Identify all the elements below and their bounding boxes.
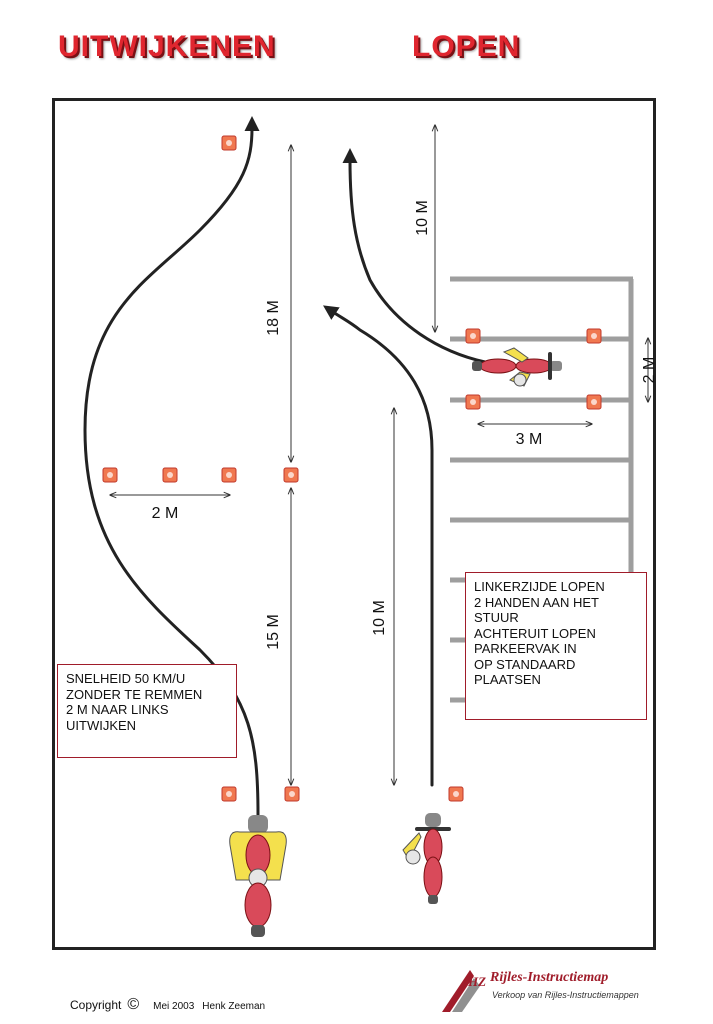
copyright-date: Mei 2003	[153, 1001, 195, 1012]
cone-icon	[221, 467, 237, 483]
motorcycle-rider-icon	[229, 815, 287, 937]
cone-icon	[465, 328, 481, 344]
cone-icon	[283, 467, 299, 483]
copyright-icon: ©	[127, 996, 140, 1013]
note-line: UITWIJKEN	[66, 717, 137, 733]
cone-icon	[586, 328, 602, 344]
cone-icon	[586, 394, 602, 410]
copyright-footer: Copyright © Mei 2003 Henk Zeeman	[70, 996, 265, 1014]
note-line: PLAATSEN	[474, 672, 541, 687]
reverse-exit-arrow	[342, 148, 487, 364]
note-line: ZONDER TE REMMEN	[66, 686, 203, 702]
note-line: OP STANDAARD	[474, 656, 576, 672]
label-3m: 3 M	[516, 431, 543, 448]
cone-icon	[221, 786, 237, 802]
cone-icon	[465, 394, 481, 410]
logo-brand: Rijles-Instructiemap	[490, 970, 609, 985]
copyright-author: Henk Zeeman	[202, 1001, 266, 1012]
note-line: 2 M NAAR LINKS	[66, 702, 169, 717]
logo-mark-text: HZ	[467, 974, 486, 989]
logo-tagline: Verkoop van Rijles-Instructiemappen	[492, 990, 639, 1000]
cone-icon	[102, 467, 118, 483]
label-18m: 18 M	[265, 300, 282, 336]
label-15m: 15 M	[265, 614, 282, 650]
note-line: ACHTERUIT LOPEN	[474, 625, 596, 641]
note-lopen: LINKERZIJDE LOPEN 2 HANDEN AAN HET STUUR…	[465, 572, 647, 720]
logo-mark-icon: HZ	[442, 970, 486, 1012]
walk-forward-arrow	[323, 305, 434, 787]
cone-icon	[448, 786, 464, 802]
practice-field	[52, 98, 656, 950]
label-10m-bottom: 10 M	[371, 600, 388, 636]
motorcycle-parking-icon	[472, 347, 562, 387]
cone-icon	[284, 786, 300, 802]
cones	[102, 135, 602, 802]
publisher-logo: HZ Rijles-Instructiemap Verkoop van Rijl…	[440, 964, 670, 1016]
note-line: SNELHEID 50 KM/U	[66, 671, 186, 686]
copyright-label: Copyright	[70, 998, 122, 1012]
title-uitwijken: UITWIJKENEN	[58, 30, 276, 63]
label-10m-top: 10 M	[414, 200, 431, 236]
note-line: LINKERZIJDE LOPEN	[474, 579, 605, 594]
cone-icon	[162, 467, 178, 483]
cone-icon	[221, 135, 237, 151]
label-2m-left: 2 M	[152, 505, 179, 522]
note-uitwijken: SNELHEID 50 KM/U ZONDER TE REMMEN 2 M NA…	[57, 664, 237, 758]
motorcycle-walking-icon	[402, 813, 451, 904]
note-line: 2 HANDEN AAN HET	[474, 594, 599, 610]
label-2m-right: 2 M	[641, 357, 658, 384]
note-line: STUUR	[474, 610, 519, 625]
note-line: PARKEERVAK IN	[474, 641, 577, 656]
title-lopen: LOPEN	[412, 30, 521, 63]
